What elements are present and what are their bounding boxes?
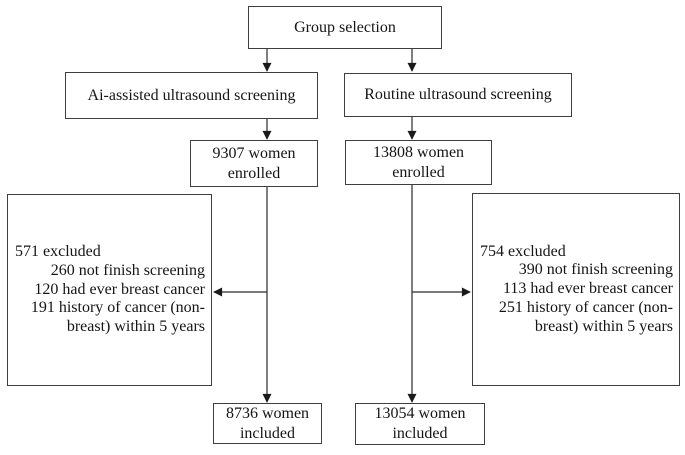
ai-included-label: 8736 women included xyxy=(225,404,310,442)
ai-excluded-reason: 120 had ever breast cancer xyxy=(34,280,205,298)
group-selection-label: Group selection xyxy=(294,18,396,36)
ai-excluded-reason: 260 not finish screening xyxy=(50,261,205,279)
routine-excluded-box: 754 excluded 390 not finish screening 11… xyxy=(472,193,680,386)
ai-excluded-summary: 571 excluded xyxy=(15,243,101,261)
routine-included-box: 13054 women included xyxy=(355,403,485,445)
routine-excluded-reason: 113 had ever breast cancer xyxy=(503,280,673,298)
routine-enrolled-box: 13808 women enrolled xyxy=(345,140,492,185)
routine-excluded-summary: 754 excluded xyxy=(480,242,566,260)
routine-excluded-reason: 390 not finish screening xyxy=(518,261,673,279)
ai-excluded-reason: 191 history of cancer (non- breast) with… xyxy=(30,299,205,336)
ai-branch-box: Ai-assisted ultrasound screening xyxy=(65,72,318,119)
ai-enrolled-box: 9307 women enrolled xyxy=(190,140,318,187)
group-selection-box: Group selection xyxy=(248,6,442,49)
ai-branch-label: Ai-assisted ultrasound screening xyxy=(87,86,296,104)
routine-enrolled-label: 13808 women enrolled xyxy=(372,143,465,181)
ai-excluded-box: 571 excluded 260 not finish screening 12… xyxy=(7,194,212,386)
ai-enrolled-label: 9307 women enrolled xyxy=(212,144,296,182)
routine-branch-label: Routine ultrasound screening xyxy=(364,86,552,103)
routine-excluded-reason: 251 history of cancer (non- breast) with… xyxy=(498,298,673,335)
routine-included-label: 13054 women included xyxy=(374,405,466,442)
ai-included-box: 8736 women included xyxy=(213,403,322,444)
routine-branch-box: Routine ultrasound screening xyxy=(344,73,572,117)
